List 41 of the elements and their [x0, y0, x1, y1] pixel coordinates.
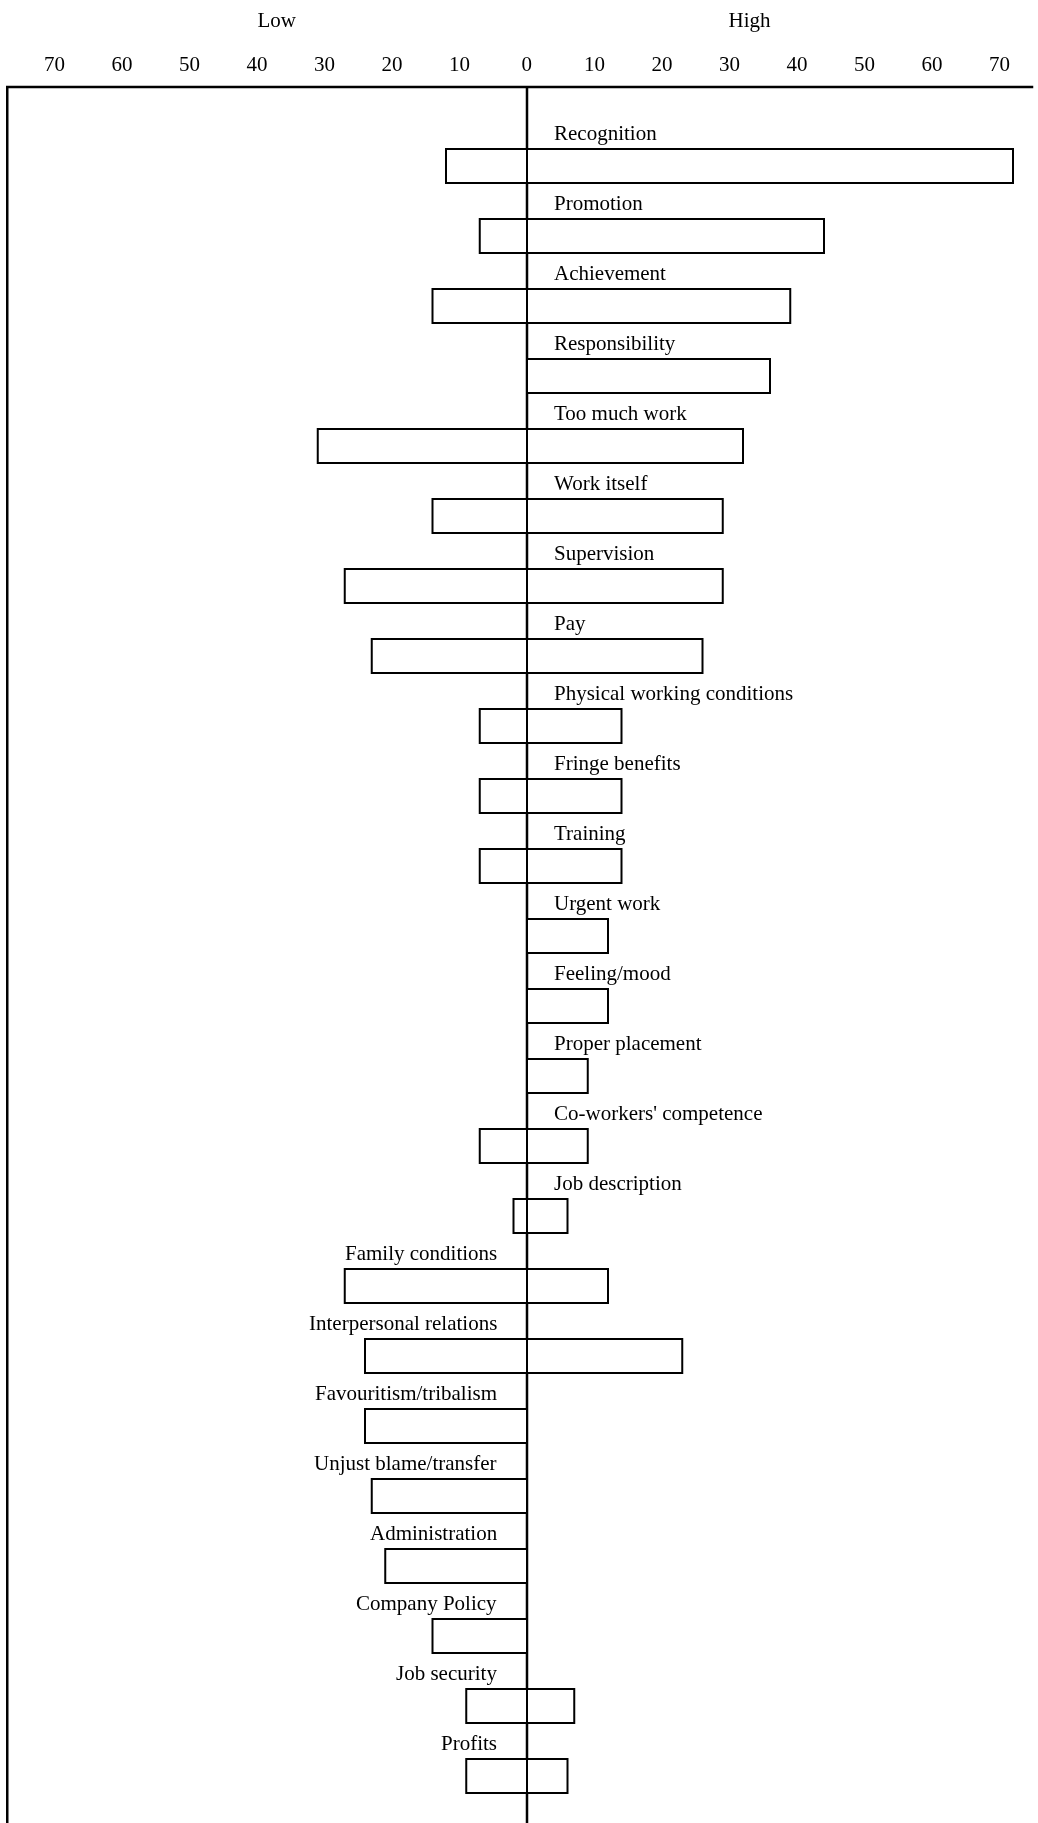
- axis-tick-label: 20: [381, 52, 403, 76]
- axis-tick-label: 0: [521, 52, 532, 76]
- axis-tick-label: 60: [111, 52, 133, 76]
- axis-heading: High: [728, 8, 771, 32]
- category-label: Unjust blame/transfer: [314, 1451, 497, 1475]
- category-label: Work itself: [554, 471, 648, 495]
- category-label: Co-workers' competence: [554, 1101, 763, 1125]
- category-label: Feeling/mood: [554, 961, 671, 985]
- category-label: Proper placement: [554, 1031, 702, 1055]
- category-label: Recognition: [554, 121, 657, 145]
- category-label: Supervision: [554, 541, 655, 565]
- category-label: Interpersonal relations: [309, 1311, 498, 1335]
- category-label: Too much work: [554, 401, 687, 425]
- category-label: Administration: [370, 1521, 498, 1545]
- category-label: Fringe benefits: [554, 751, 681, 775]
- category-label: Pay: [554, 611, 586, 635]
- axis-tick-label: 40: [786, 52, 808, 76]
- axis-tick-label: 50: [854, 52, 875, 76]
- category-label: Company Policy: [356, 1591, 497, 1615]
- axis-tick-label: 30: [314, 52, 335, 76]
- axis-tick-label: 40: [246, 52, 268, 76]
- axis-tick-label: 10: [449, 52, 470, 76]
- category-label: Job description: [554, 1171, 682, 1195]
- axis-tick-label: 30: [719, 52, 740, 76]
- category-label: Family conditions: [345, 1241, 498, 1265]
- category-label: Favouritism/tribalism: [315, 1381, 497, 1405]
- category-label: Responsibility: [554, 331, 676, 355]
- category-label: Job security: [396, 1661, 497, 1685]
- axis-heading: Low: [257, 8, 296, 32]
- axis-tick-label: 20: [651, 52, 673, 76]
- axis-tick-label: 10: [584, 52, 605, 76]
- category-label: Physical working conditions: [554, 681, 794, 705]
- axis-tick-label: 60: [921, 52, 943, 76]
- category-label: Achievement: [554, 261, 666, 285]
- axis-tick-label: 50: [179, 52, 200, 76]
- axis-tick-label: 70: [989, 52, 1010, 76]
- category-label: Urgent work: [554, 891, 661, 915]
- category-label: Training: [554, 821, 626, 845]
- axis-tick-label: 70: [44, 52, 65, 76]
- category-label: Profits: [441, 1731, 497, 1755]
- category-label: Promotion: [554, 191, 643, 215]
